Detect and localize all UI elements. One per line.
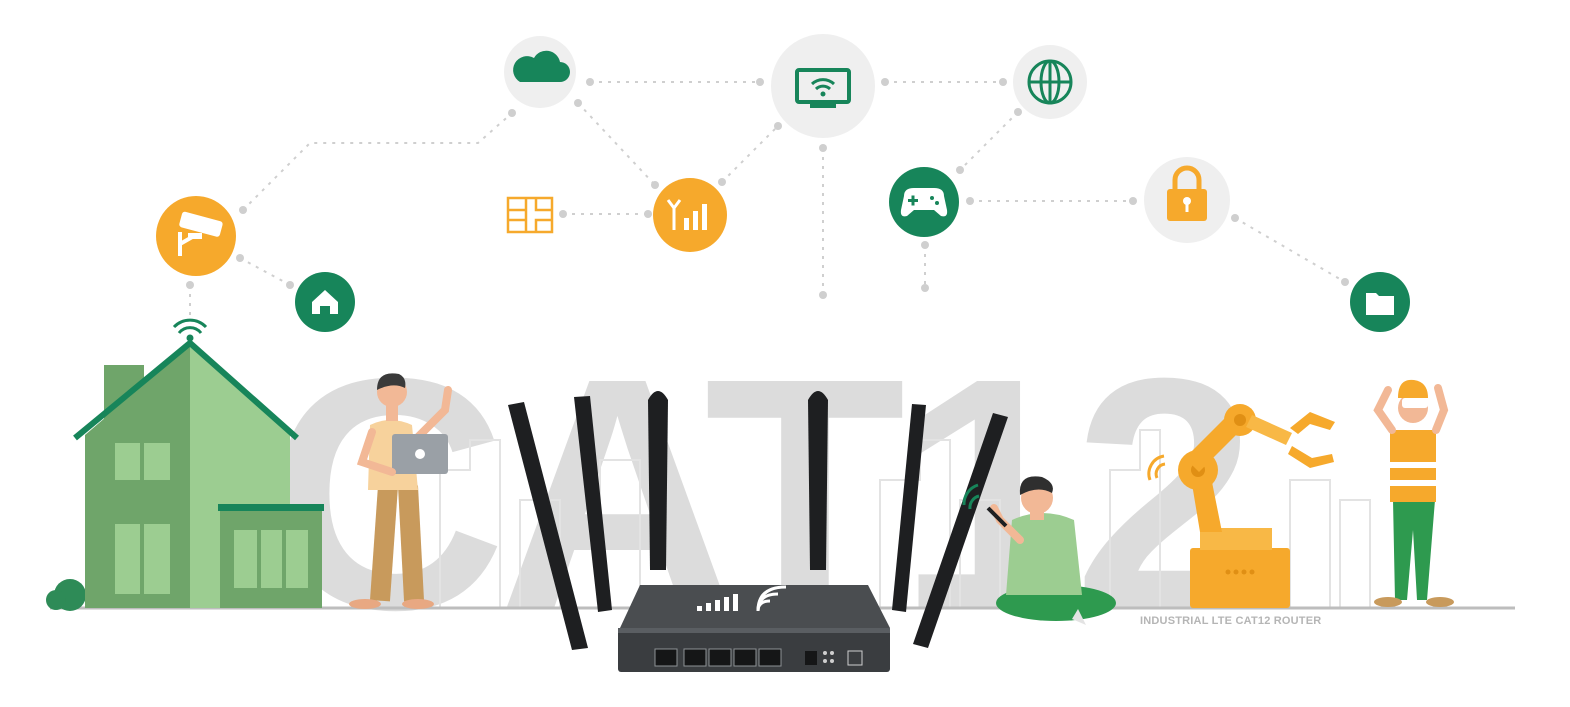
worker-with-vr-headset-illustration <box>1373 379 1454 607</box>
lock-icon <box>1144 157 1230 243</box>
signal-tower-icon <box>653 178 727 252</box>
home-icon <box>295 272 355 332</box>
cctv-camera-icon <box>156 196 236 276</box>
tv-wifi-icon <box>771 34 875 138</box>
man-with-laptop-illustration <box>349 373 452 609</box>
cloud-icon <box>504 36 576 108</box>
sitting-boy-with-phone-illustration <box>986 476 1116 625</box>
folder-icon <box>1350 272 1410 332</box>
connection-dots <box>186 78 1349 299</box>
robotic-arm-illustration <box>1178 404 1335 608</box>
gamepad-icon <box>889 167 959 237</box>
boy-wifi-icon <box>962 483 980 510</box>
house-illustration <box>46 339 324 611</box>
robot-wifi-icon <box>1147 454 1166 481</box>
house-wifi-icon <box>172 318 208 342</box>
product-caption: INDUSTRIAL LTE CAT12 ROUTER <box>1140 615 1322 627</box>
router-antennas <box>508 391 1008 650</box>
connection-lines <box>189 81 1346 320</box>
router-device <box>618 585 890 672</box>
sim-card-icon <box>506 196 554 234</box>
globe-icon <box>1013 45 1087 119</box>
